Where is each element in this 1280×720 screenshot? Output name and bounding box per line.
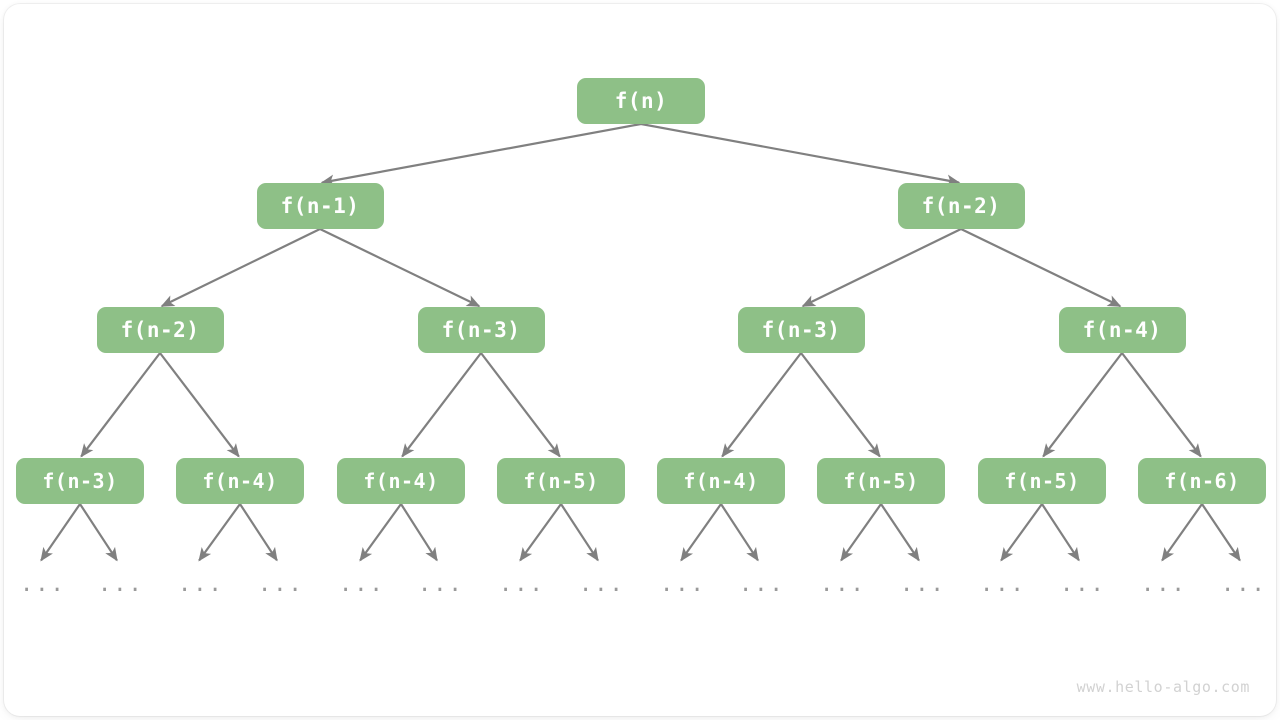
leaf-stub-edge	[560, 503, 599, 562]
ellipsis-marker: ...	[178, 572, 224, 597]
leaf-stub-edge	[720, 503, 759, 562]
leaf-stub-edge	[1041, 503, 1080, 562]
tree-node-label: f(n-5)	[523, 469, 599, 493]
tree-node-label: f(n-4)	[202, 469, 278, 493]
tree-node-label: f(n-2)	[921, 194, 1001, 218]
tree-node-n3: f(n-2)	[96, 307, 224, 353]
tree-edge-n0-n2	[640, 122, 961, 187]
leaf-stub-edge	[359, 503, 402, 562]
watermark: www.hello-algo.com	[1076, 678, 1250, 696]
tree-node-n2: f(n-2)	[897, 183, 1025, 229]
tree-node-n14: f(n-6)	[1138, 458, 1266, 504]
ellipsis-marker: ...	[900, 572, 946, 597]
tree-node-label: f(n-4)	[1082, 318, 1162, 342]
tree-edge-n4-n10	[480, 352, 561, 458]
tree-node-n5: f(n-3)	[737, 307, 865, 353]
leaf-stub-edge	[40, 503, 81, 562]
leaf-stub-edge	[880, 503, 920, 562]
tree-edge-n1-n3	[160, 228, 321, 308]
tree-edge-n3-n7	[80, 352, 161, 458]
leaf-stub-edge	[198, 503, 241, 562]
tree-node-label: f(n-3)	[42, 469, 118, 493]
leaf-stub-edge	[1201, 503, 1241, 562]
leaf-stub-edge	[519, 503, 562, 562]
tree-node-label: f(n-5)	[843, 469, 919, 493]
edges-group	[80, 122, 1202, 458]
tree-node-label: f(n-1)	[280, 194, 360, 218]
tree-node-label: f(n)	[614, 89, 668, 113]
tree-edge-n6-n13	[1042, 352, 1123, 458]
tree-node-n8: f(n-4)	[176, 458, 304, 504]
tree-node-label: f(n-6)	[1164, 469, 1240, 493]
tree-node-label: f(n-4)	[363, 469, 439, 493]
ellipsis-marker: ...	[579, 572, 625, 597]
ellipsis-marker: ...	[1060, 572, 1106, 597]
tree-node-label: f(n-4)	[683, 469, 759, 493]
tree-node-label: f(n-3)	[761, 318, 841, 342]
ellipsis-marker: ...	[980, 572, 1026, 597]
tree-edge-n2-n6	[960, 228, 1122, 308]
ellipsis-marker: ...	[339, 572, 385, 597]
tree-node-n7: f(n-3)	[16, 458, 144, 504]
ellipsis-marker: ...	[660, 572, 706, 597]
tree-node-n9: f(n-4)	[337, 458, 465, 504]
ellipsis-marker: ...	[20, 572, 66, 597]
tree-node-n12: f(n-5)	[817, 458, 945, 504]
leaf-stub-edge	[840, 503, 882, 562]
tree-edge-n5-n11	[721, 352, 802, 458]
tree-edge-n3-n8	[159, 352, 240, 458]
leaf-stub-edge	[79, 503, 118, 562]
ellipsis-marker: ...	[418, 572, 464, 597]
tree-edge-n0-n1	[320, 122, 642, 187]
tree-node-n1: f(n-1)	[256, 183, 384, 229]
tree-edge-n1-n4	[319, 228, 481, 308]
tree-node-label: f(n-5)	[1004, 469, 1080, 493]
leaf-stub-edge	[1161, 503, 1203, 562]
ellipsis-marker: ...	[1221, 572, 1267, 597]
leaf-stub-edge	[680, 503, 722, 562]
tree-edge-n2-n5	[801, 228, 962, 308]
ellipsis-marker: ...	[739, 572, 785, 597]
tree-node-n10: f(n-5)	[497, 458, 625, 504]
tree-edge-n5-n12	[800, 352, 881, 458]
tree-edge-n4-n9	[401, 352, 482, 458]
tree-node-n0: f(n)	[577, 78, 705, 124]
tree-edge-n6-n14	[1121, 352, 1202, 458]
tree-node-n4: f(n-3)	[417, 307, 545, 353]
tree-node-label: f(n-2)	[120, 318, 200, 342]
ellipsis-marker: ...	[820, 572, 866, 597]
leaf-stub-edge	[239, 503, 278, 562]
ellipsis-marker: ...	[98, 572, 144, 597]
ellipsis-marker: ...	[258, 572, 304, 597]
tree-node-n11: f(n-4)	[657, 458, 785, 504]
ellipsis-marker: ...	[1141, 572, 1187, 597]
tree-node-label: f(n-3)	[441, 318, 521, 342]
leaf-stub-edge	[400, 503, 438, 562]
ellipsis-marker: ...	[499, 572, 545, 597]
leaf-stub-edge	[1000, 503, 1043, 562]
leaf-stub-edges-group	[40, 503, 1241, 562]
tree-node-n13: f(n-5)	[978, 458, 1106, 504]
tree-node-n6: f(n-4)	[1058, 307, 1186, 353]
